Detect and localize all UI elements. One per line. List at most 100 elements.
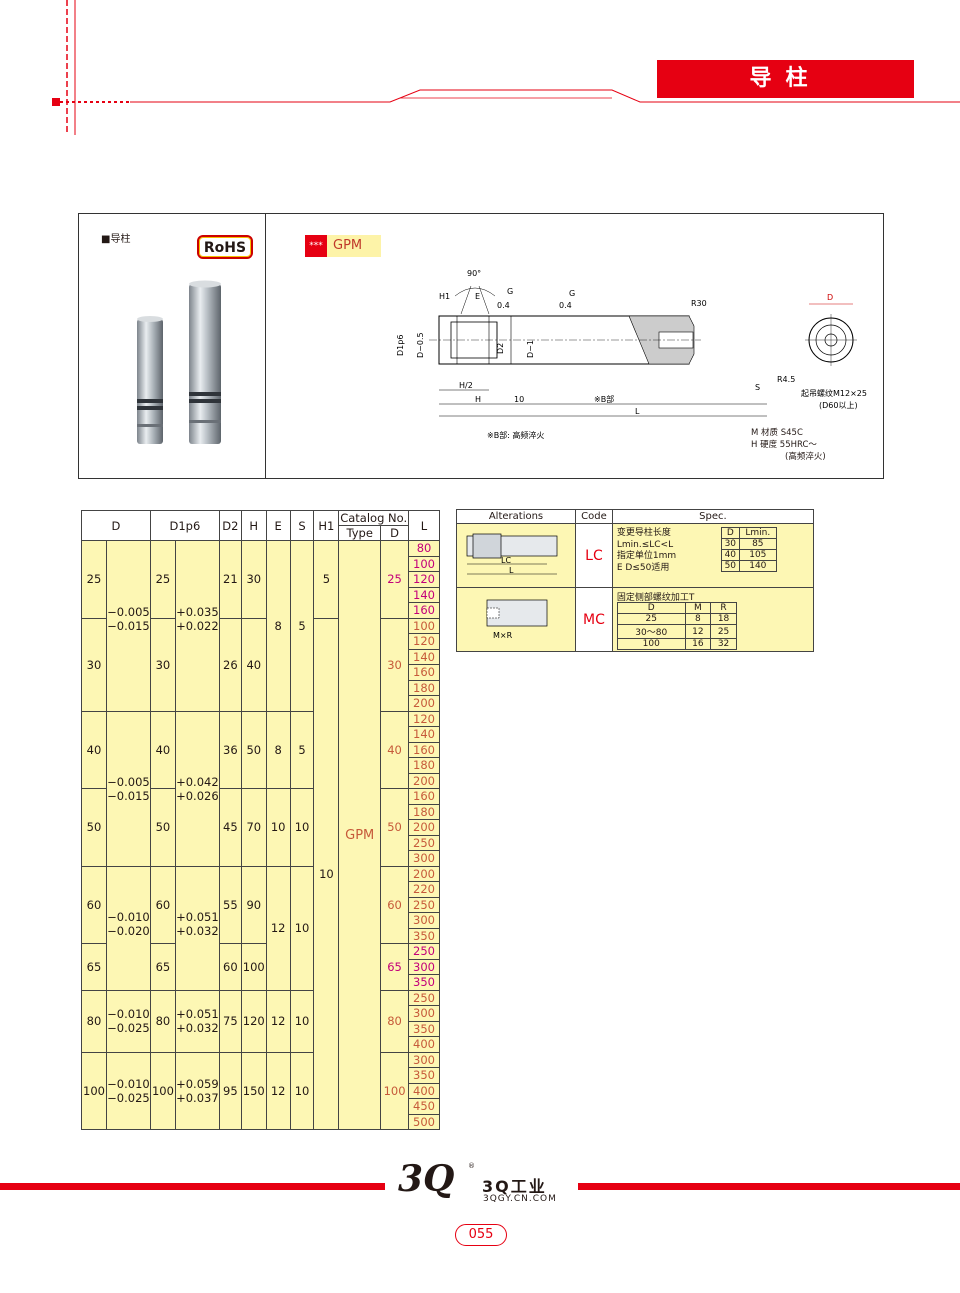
cell-type: GPM <box>338 540 382 1130</box>
mc-td: 25 <box>710 624 737 639</box>
lc-figure: LC L <box>466 533 558 575</box>
lc-line: 指定单位1mm <box>616 551 677 561</box>
label-bnote: ※B部: 高频淬火 <box>487 430 544 440</box>
product-panel: ■导柱 RoHS ***GPM <box>78 213 884 479</box>
l-value: 500 <box>413 1114 435 1129</box>
lc-th: Lmin. <box>738 527 777 539</box>
cell-cd: 65 <box>380 943 410 991</box>
header-decoration <box>52 0 960 135</box>
cell-h: 90 <box>240 865 267 944</box>
cell-h: 30 <box>240 540 267 619</box>
lc-td: 50 <box>720 560 740 572</box>
label-d1p6: D1p6 <box>396 335 405 356</box>
cell-d: 40 <box>81 710 107 789</box>
lc-td: 140 <box>738 560 777 572</box>
l-value: 220 <box>409 882 439 898</box>
cell-d1: 80 <box>149 989 176 1053</box>
l-value: 180 <box>409 805 439 820</box>
cell-e: 10 <box>265 788 291 867</box>
technical-drawing: 90° H1 E G 0.4 G 0.4 R30 D1p6 D−0.5 D2 D… <box>396 269 867 440</box>
col-d: D <box>81 510 151 541</box>
mc-th: D <box>616 602 686 614</box>
mc-td: 8 <box>684 613 712 625</box>
cell-tol-d1: +0.059 +0.037 <box>174 1051 220 1130</box>
mc-td: 18 <box>710 613 737 625</box>
l-value: 160 <box>413 603 435 617</box>
footer-reg: ® <box>468 1162 475 1170</box>
lc-td: 105 <box>738 549 777 561</box>
lc-fig-lc: LC <box>501 556 511 565</box>
label-thread: 起吊螺纹M12×25 <box>801 388 867 398</box>
cell-d1: 65 <box>149 943 176 991</box>
cell-tol-d1: +0.051 +0.032 <box>174 989 220 1053</box>
cell-s: 10 <box>289 989 315 1053</box>
cell-e: 8 <box>265 540 291 712</box>
l-value: 250 <box>409 898 439 913</box>
l-value: 250 <box>409 991 439 1006</box>
mc-title: 固定侧部螺纹加工T <box>616 593 695 603</box>
col-l: L <box>408 510 440 541</box>
l-value: 120 <box>409 572 439 588</box>
footer-line-right <box>578 1183 960 1190</box>
col-h1: H1 <box>313 510 340 541</box>
material-h2: (高频淬火) <box>785 452 826 462</box>
cell-s: 10 <box>289 788 315 867</box>
lc-td: 85 <box>738 538 777 550</box>
l-value: 300 <box>413 851 435 865</box>
cell-h: 100 <box>240 943 267 991</box>
cell-h: 150 <box>240 1051 267 1130</box>
cell-d: 30 <box>81 617 107 712</box>
col-e: E <box>265 510 291 541</box>
l-value: 140 <box>409 650 439 665</box>
mc-fig: M×R <box>493 631 513 640</box>
label-h1: H1 <box>439 292 450 301</box>
cell-cd: 80 <box>380 989 410 1053</box>
label-angle: 90° <box>467 269 481 278</box>
l-value: 400 <box>409 1084 439 1099</box>
lc-td: 40 <box>720 549 740 561</box>
cell-s: 10 <box>289 865 315 991</box>
col-h: H <box>240 510 267 541</box>
lc-code: LC <box>575 523 613 588</box>
footer-brand: 3Q工业 <box>482 1177 547 1196</box>
cell-d2: 45 <box>218 788 242 867</box>
cell-d: 25 <box>81 540 107 619</box>
cell-d2: 95 <box>218 1051 242 1130</box>
cell-tol-d: −0.010 −0.020 <box>105 865 151 991</box>
l-value: 200 <box>409 820 439 836</box>
label-e: E <box>475 292 480 301</box>
cell-h: 40 <box>240 617 267 712</box>
material-info: M 材质 S45C H 硬度 55HRC～ (高频淬火) <box>751 426 826 462</box>
label-d: D <box>827 293 833 302</box>
l-value: 80 <box>409 541 439 557</box>
lc-line: E D≤50适用 <box>616 562 670 573</box>
rohs-badge: RoHS <box>197 235 253 259</box>
cell-cd: 25 <box>380 540 410 619</box>
cell-d: 80 <box>81 989 107 1053</box>
label-h: H <box>475 395 481 404</box>
l-value: 250 <box>409 944 439 960</box>
alterations-table: Alterations Code Spec. LC L LC 变更导柱长度 Lm… <box>456 509 815 652</box>
label-r45: R4.5 <box>777 375 795 384</box>
l-value: 350 <box>413 928 435 943</box>
alt-header: Alterations <box>456 509 576 524</box>
l-value: 140 <box>409 588 439 603</box>
cell-tol-d1: +0.035 +0.022 <box>174 540 220 712</box>
label-r04a: 0.4 <box>497 301 510 310</box>
l-value: 100 <box>409 557 439 572</box>
cell-e: 12 <box>265 1051 291 1130</box>
l-value: 200 <box>413 773 435 788</box>
model-name: GPM <box>333 238 363 253</box>
l-value: 160 <box>409 665 439 681</box>
guide-pin-photo <box>137 280 221 444</box>
cell-h1-all: 10 <box>313 617 340 1130</box>
page-title: 导柱 <box>657 60 914 98</box>
l-value: 160 <box>409 789 439 805</box>
cell-d1: 100 <box>149 1051 176 1130</box>
l-value: 450 <box>409 1099 439 1115</box>
l-value: 120 <box>409 634 439 650</box>
